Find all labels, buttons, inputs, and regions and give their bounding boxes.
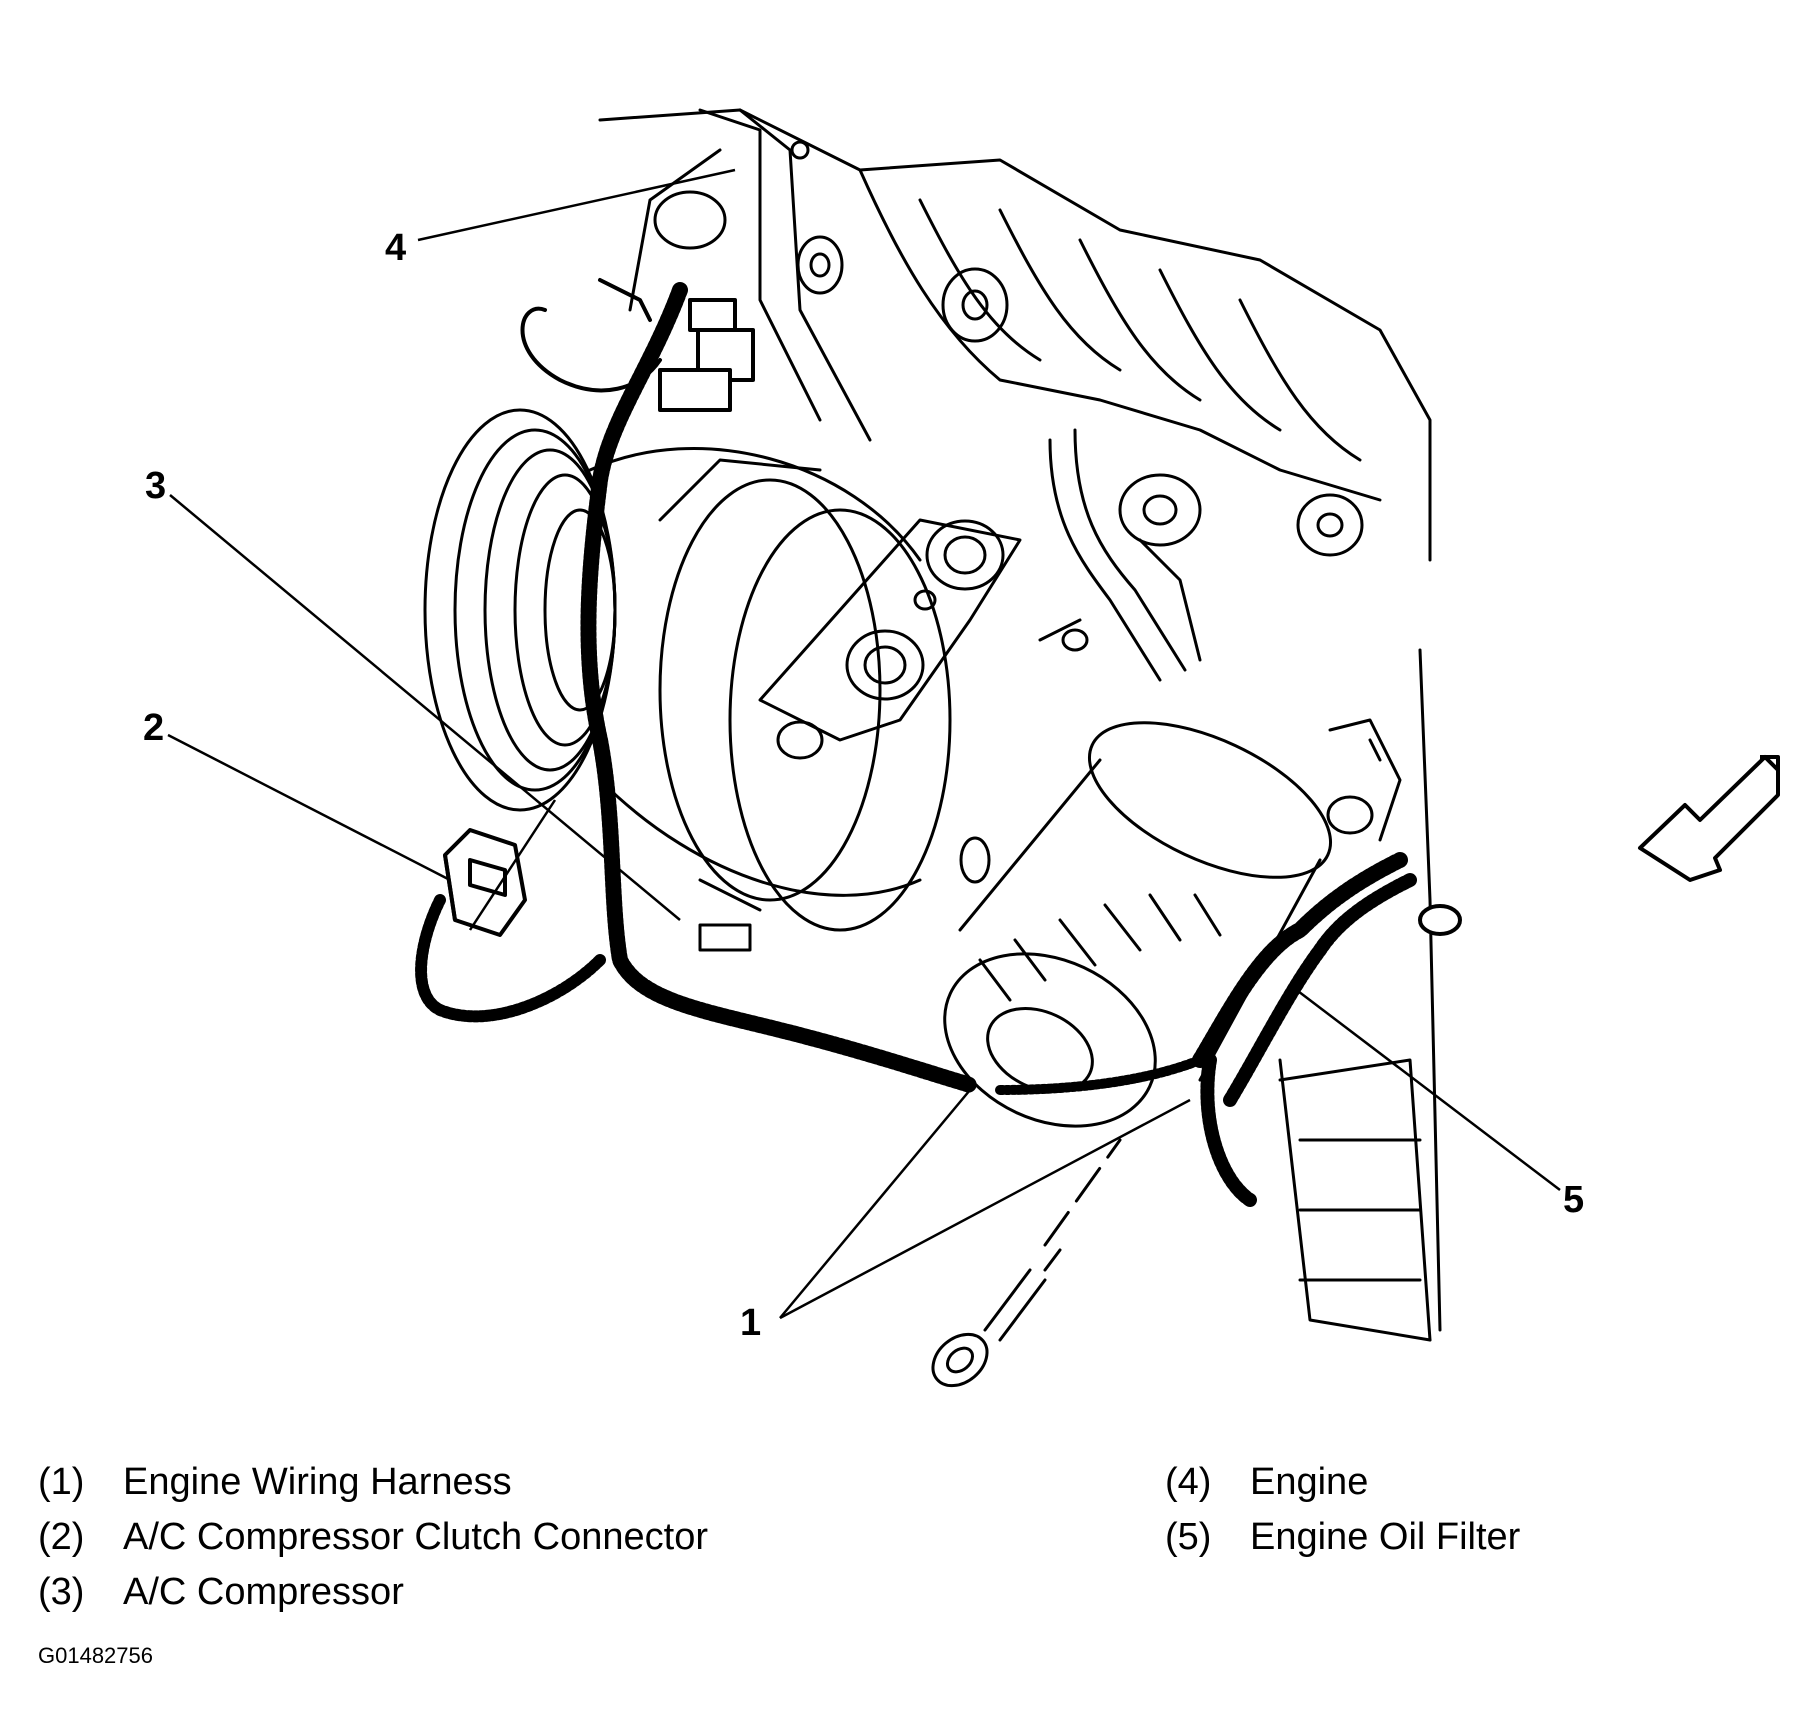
leader-line-3b (468, 799, 557, 931)
engine-block (598, 108, 1442, 1342)
oil-filter (943, 721, 1333, 1128)
oil-filter-adapter (1326, 718, 1402, 842)
legend-item-5: (5)Engine Oil Filter (1165, 1516, 1521, 1558)
leader-line-1a (779, 1089, 971, 1319)
figure-id: G01482756 (38, 1643, 153, 1668)
legend-item-3: (3)A/C Compressor (38, 1571, 404, 1613)
refrigerant-pipe (1048, 428, 1202, 682)
legend-item-2: (2)A/C Compressor Clutch Connector (38, 1516, 708, 1558)
leader-lines (167, 168, 1561, 1320)
ac-compressor-pulley (423, 408, 617, 812)
callout-2: 2 (143, 707, 164, 749)
view-direction-arrow-icon (1638, 755, 1780, 882)
mounting-bolt (931, 1248, 1062, 1388)
bolt-centerline (1043, 1138, 1122, 1247)
callout-5: 5 (1563, 1179, 1584, 1221)
leader-line-2 (167, 733, 451, 882)
leader-line-4 (417, 168, 736, 242)
ac-compressor-clutch-connector (443, 828, 527, 937)
engine-wiring-harness (415, 278, 1462, 1207)
engine-bracket (628, 108, 872, 442)
legend-item-4: (4)Engine (1165, 1461, 1369, 1503)
leader-line-5 (1289, 984, 1561, 1191)
callout-4: 4 (385, 227, 406, 269)
ac-compressor-body (588, 446, 991, 952)
callout-1: 1 (740, 1302, 761, 1344)
leader-line-3 (169, 494, 681, 921)
callout-3: 3 (145, 465, 166, 507)
legend-item-1: (1)Engine Wiring Harness (38, 1461, 512, 1503)
refrigerant-manifold (758, 518, 1089, 760)
oil-pan (1278, 1058, 1432, 1342)
leader-line-1b (779, 1098, 1191, 1320)
